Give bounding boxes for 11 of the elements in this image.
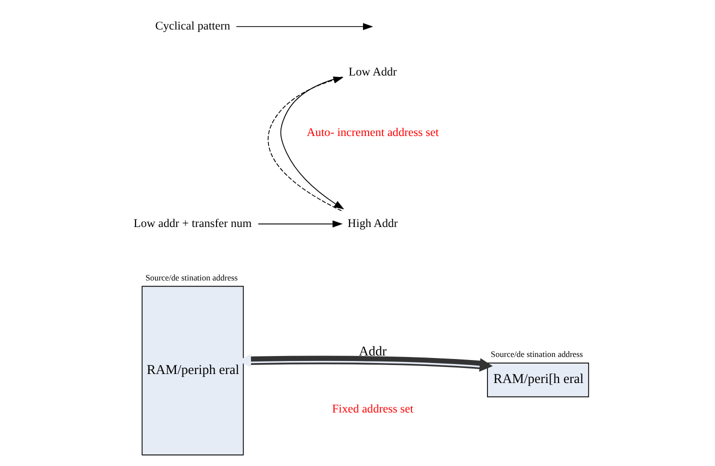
arrow [257,220,342,228]
node-label: Source/de stination address [490,349,582,360]
label: Fixed address set [332,402,413,416]
edge-label: Addr [358,343,386,358]
node-text: Low addr + transfer num [133,216,252,230]
node-text: Cyclical pattern [154,18,230,33]
label: Auto- increment address set [306,124,438,139]
arrow [235,23,373,30]
node-text: High Addr [347,216,398,230]
node-label: Source/de stination address [145,272,238,282]
node-text: Low Addr [348,64,396,78]
